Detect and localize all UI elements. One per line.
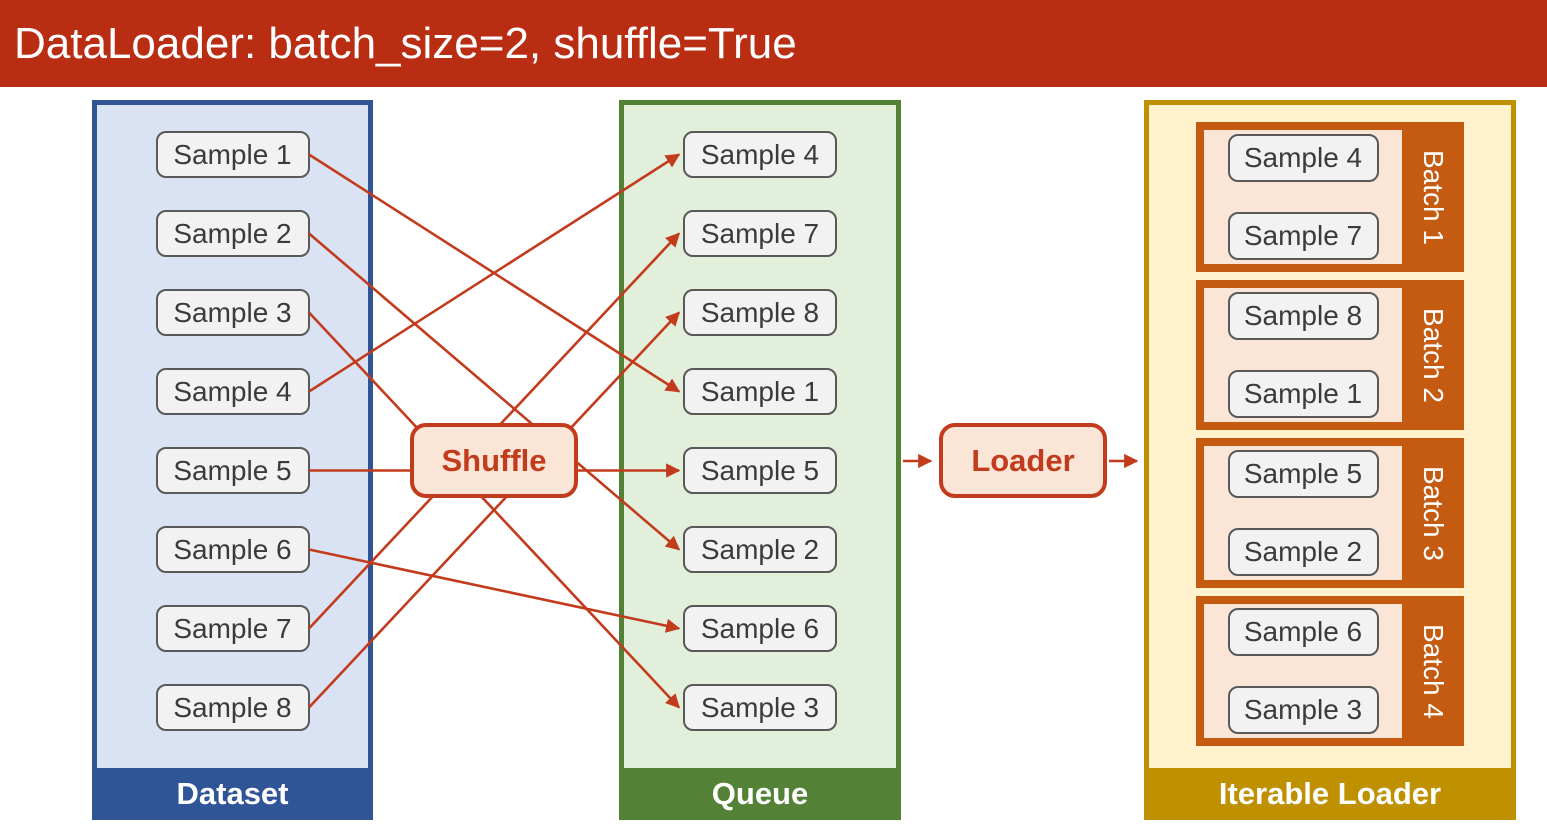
batch-label: Batch 3	[1418, 465, 1449, 561]
dataset-sample-box: Sample 2	[155, 210, 310, 257]
batch-label: Batch 1	[1418, 149, 1449, 245]
batch-sample-box: Sample 3	[1227, 686, 1379, 734]
batch-sample-box: Sample 1	[1227, 370, 1379, 418]
batch-label: Batch 4	[1418, 623, 1449, 719]
batch-sample-box: Sample 5	[1227, 450, 1379, 498]
batch-container: Sample 4 Sample 7 Batch 1	[1196, 122, 1464, 272]
dataset-panel-label: Dataset	[176, 776, 289, 811]
queue-sample-box: Sample 8	[683, 289, 837, 336]
iterable-panel-label: Iterable Loader	[1218, 776, 1442, 811]
queue-sample-box: Sample 2	[683, 526, 837, 573]
page-title: DataLoader: batch_size=2, shuffle=True	[14, 18, 797, 68]
dataset-sample-box: Sample 6	[155, 526, 310, 573]
batch-sample-box: Sample 2	[1227, 528, 1379, 576]
shuffle-node: Shuffle	[410, 423, 578, 498]
batch-samples-area: Sample 5 Sample 2	[1204, 446, 1402, 580]
batch-samples-area: Sample 8 Sample 1	[1204, 288, 1402, 422]
dataset-panel: Sample 1 Sample 2 Sample 3 Sample 4 Samp…	[92, 100, 373, 820]
dataset-sample-box: Sample 5	[155, 447, 310, 494]
batch-container: Sample 8 Sample 1 Batch 2	[1196, 280, 1464, 430]
batch-label: Batch 2	[1418, 307, 1449, 403]
batch-sample-box: Sample 7	[1227, 212, 1379, 260]
queue-sample-box: Sample 6	[683, 605, 837, 652]
queue-panel-body: Sample 4 Sample 7 Sample 8 Sample 1 Samp…	[624, 105, 896, 768]
queue-sample-box: Sample 3	[683, 684, 837, 731]
dataset-sample-box: Sample 7	[155, 605, 310, 652]
dataset-sample-box: Sample 1	[155, 131, 310, 178]
loader-node: Loader	[939, 423, 1107, 498]
batch-container: Sample 6 Sample 3 Batch 4	[1196, 596, 1464, 746]
batch-samples-area: Sample 4 Sample 7	[1204, 130, 1402, 264]
batch-samples-area: Sample 6 Sample 3	[1204, 604, 1402, 738]
queue-panel: Sample 4 Sample 7 Sample 8 Sample 1 Samp…	[619, 100, 901, 820]
batch-sample-box: Sample 8	[1227, 292, 1379, 340]
queue-sample-box: Sample 5	[683, 447, 837, 494]
iterable-loader-panel: Sample 4 Sample 7 Batch 1 Sample 8 Sampl…	[1144, 100, 1516, 820]
batch-sample-box: Sample 6	[1227, 608, 1379, 656]
dataset-sample-box: Sample 4	[155, 368, 310, 415]
dataset-panel-body: Sample 1 Sample 2 Sample 3 Sample 4 Samp…	[97, 105, 368, 768]
batch-container: Sample 5 Sample 2 Batch 3	[1196, 438, 1464, 588]
title-banner: DataLoader: batch_size=2, shuffle=True	[0, 0, 1547, 87]
batch-sample-box: Sample 4	[1227, 134, 1379, 182]
queue-panel-label: Queue	[711, 776, 809, 811]
queue-sample-box: Sample 1	[683, 368, 837, 415]
dataset-sample-box: Sample 3	[155, 289, 310, 336]
queue-sample-box: Sample 7	[683, 210, 837, 257]
dataset-sample-box: Sample 8	[155, 684, 310, 731]
iterable-panel-body: Sample 4 Sample 7 Batch 1 Sample 8 Sampl…	[1149, 105, 1511, 768]
queue-sample-box: Sample 4	[683, 131, 837, 178]
